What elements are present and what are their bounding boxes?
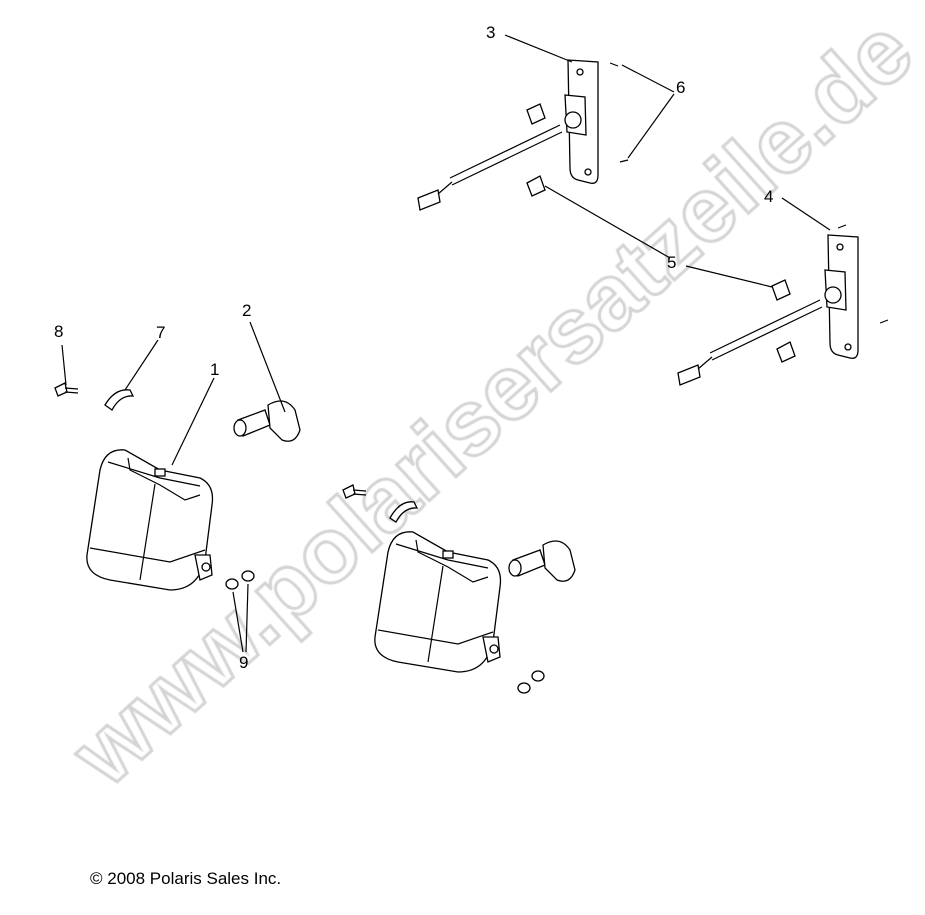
callout-3: 3 (486, 23, 495, 42)
marker-light-lower (677, 234, 859, 386)
copyright-notice: © 2008 Polaris Sales Inc. (90, 869, 282, 888)
headlight-left (86, 449, 214, 591)
callout-1: 1 (210, 360, 219, 379)
small-bulbs (526, 103, 796, 363)
callout-5: 5 (667, 253, 676, 272)
callout-8: 8 (54, 322, 63, 341)
headlight-bulb-right (508, 540, 576, 582)
marker-light-upper (417, 59, 599, 211)
screws (54, 62, 889, 499)
headlight-bulb-left (233, 400, 301, 442)
callout-4: 4 (764, 187, 773, 206)
clamps (104, 389, 419, 523)
washers (225, 570, 545, 694)
callout-7: 7 (156, 323, 165, 342)
leader-lines (61, 34, 831, 653)
callout-6: 6 (676, 78, 685, 97)
callout-9: 9 (239, 653, 248, 672)
callout-labels: 1 2 3 4 5 6 7 8 9 (54, 23, 773, 672)
callout-2: 2 (242, 301, 251, 320)
headlight-right (374, 531, 502, 673)
